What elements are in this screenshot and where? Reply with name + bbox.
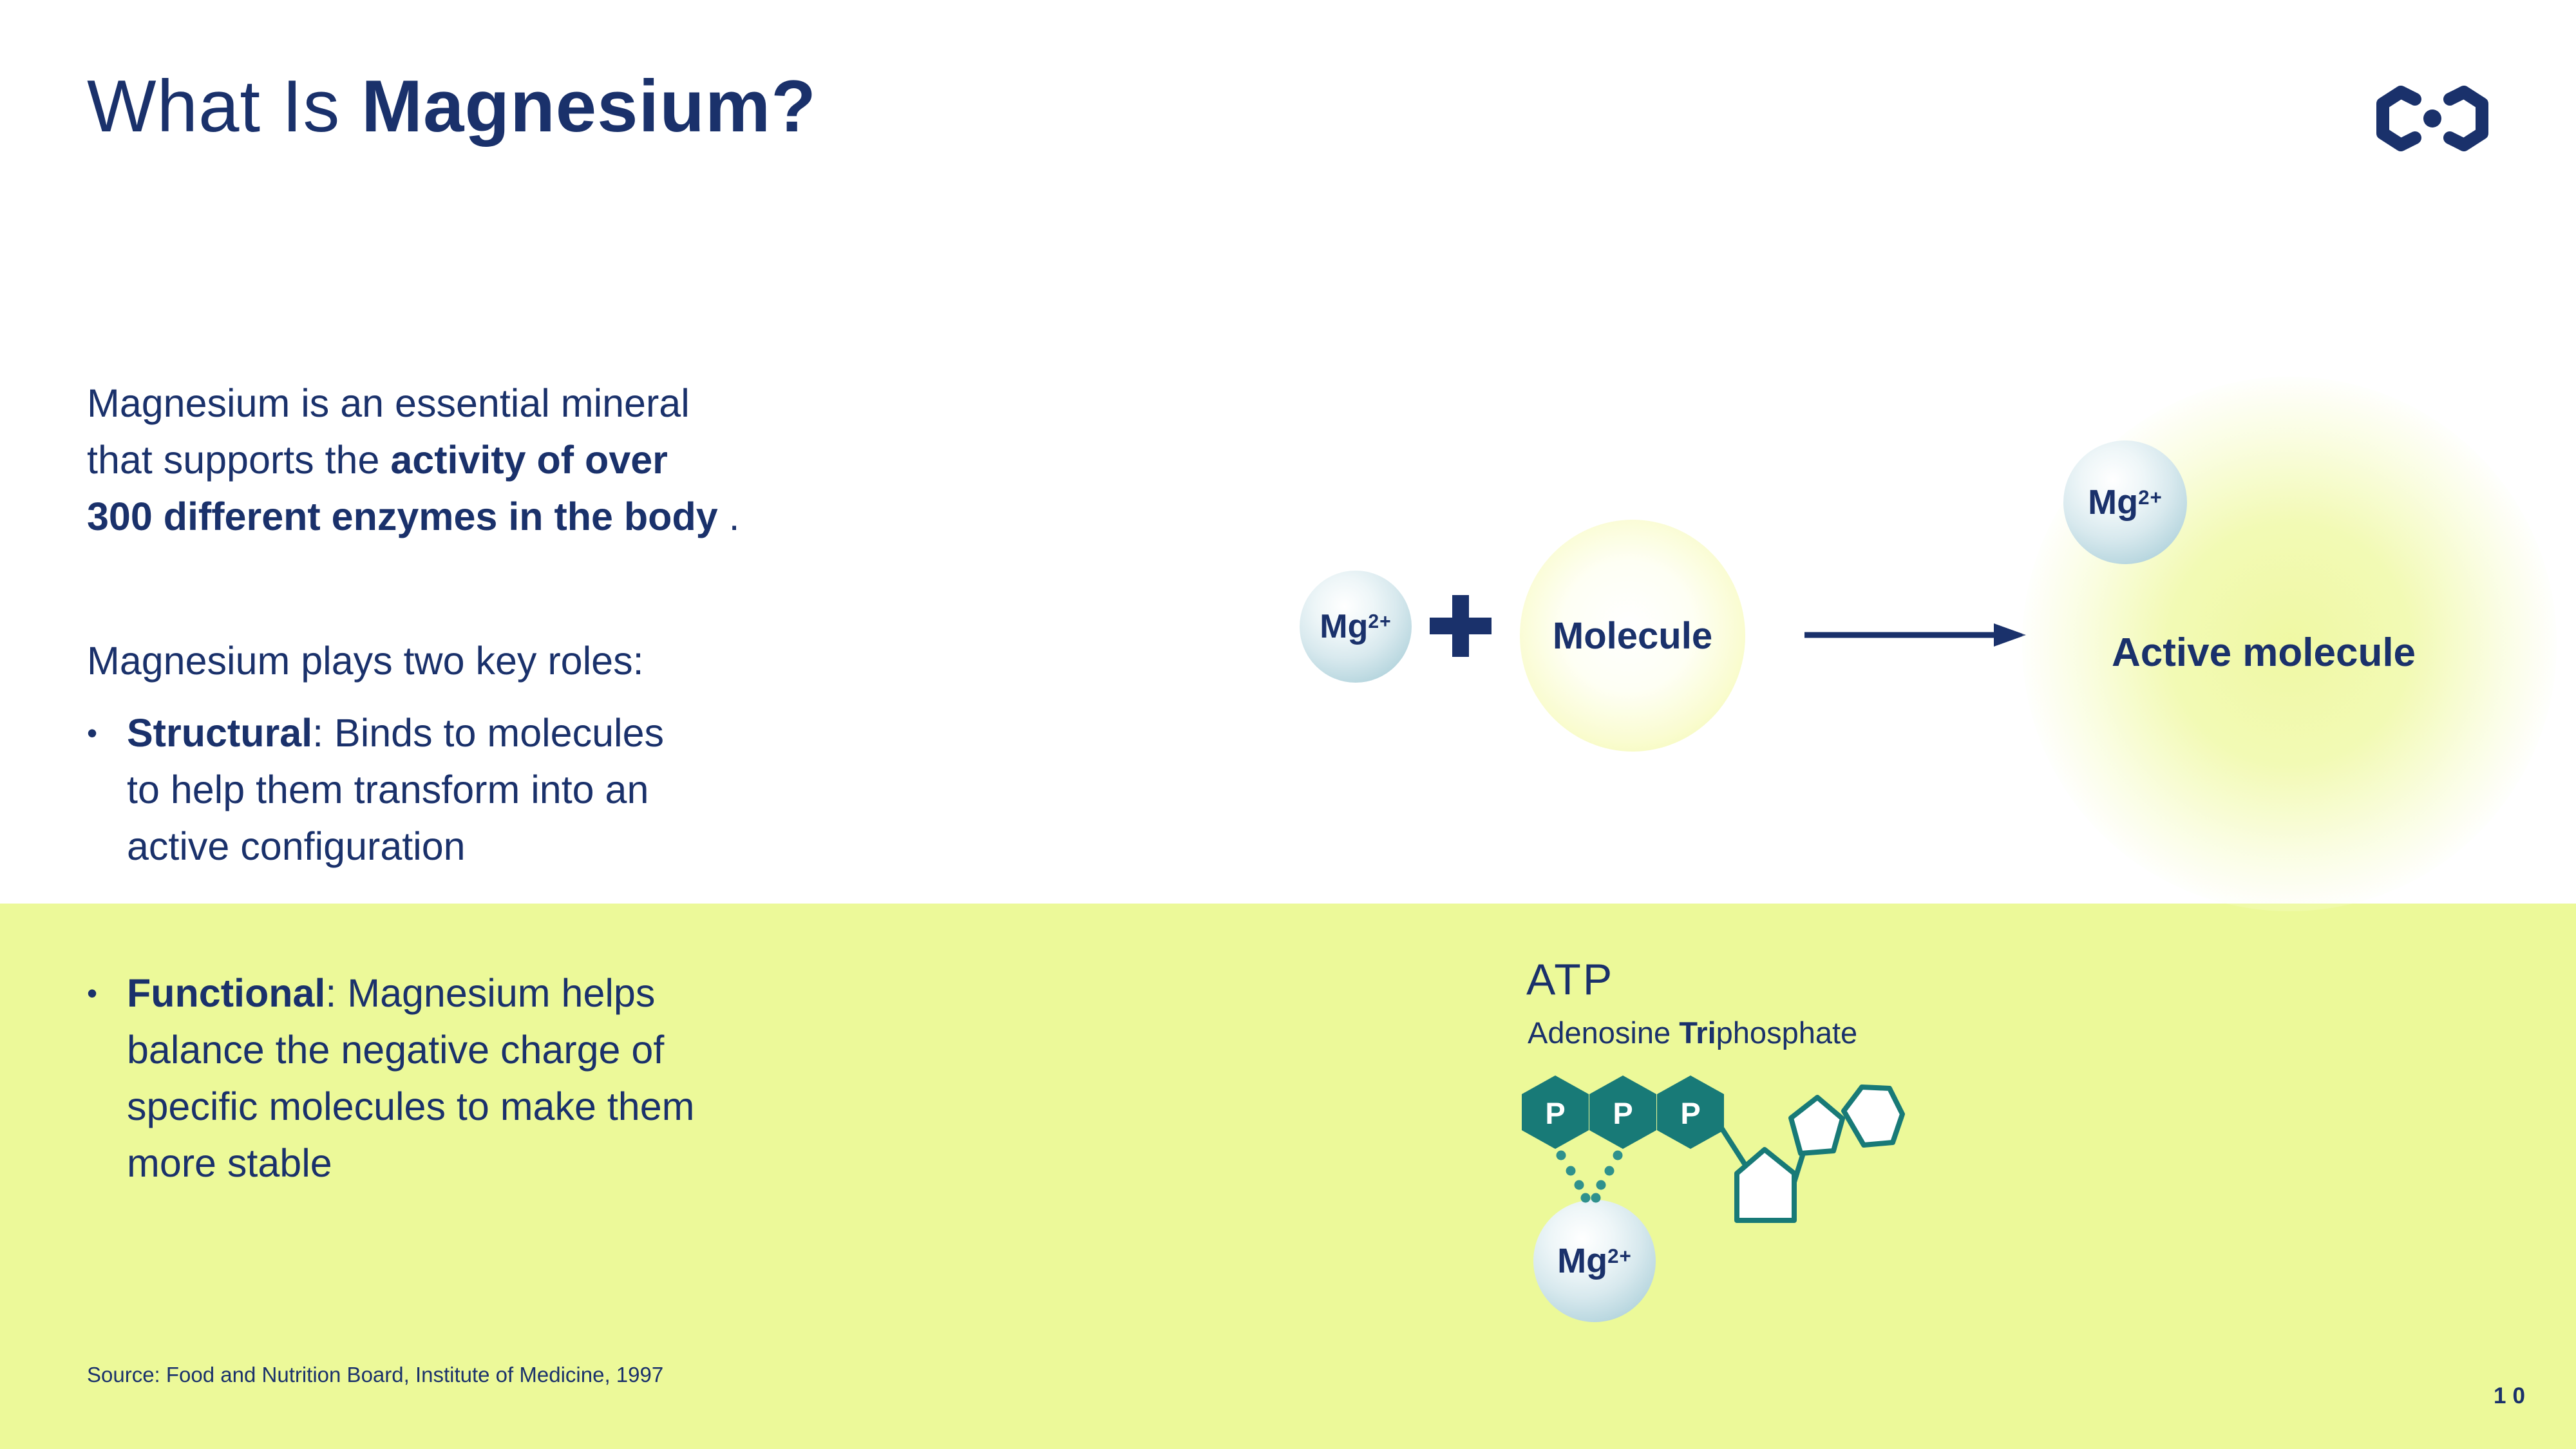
bullet-item-structural: • Structural: Binds to molecules to help…: [87, 705, 664, 875]
adenine-pentagon: [1788, 1095, 1845, 1156]
intro-line1: Magnesium is an essential mineral: [87, 381, 690, 425]
phosphate-hexagon: [1657, 1075, 1724, 1149]
molecule-label: Molecule: [1552, 614, 1713, 657]
bond-line: [1716, 1121, 1749, 1170]
brand-logo-icon: [2376, 86, 2488, 151]
bullet-functional-line3: specific molecules to make them: [127, 1084, 695, 1128]
phosphate-hexagon: [1522, 1075, 1589, 1149]
mg-ion-label: Mg2+: [1557, 1242, 1632, 1280]
logo-center-dot: [2423, 109, 2441, 128]
bullet-structural-line1: : Binds to molecules: [312, 711, 664, 755]
phosphate-label: P: [1545, 1096, 1565, 1130]
page-title: What Is Magnesium?: [87, 64, 817, 149]
molecule-sphere: Molecule: [1520, 520, 1745, 752]
intro-line3-bold: 300 different enzymes in the body: [87, 495, 718, 538]
bullet-functional-line2: balance the negative charge of: [127, 1028, 665, 1072]
intro-line3-end: .: [717, 495, 740, 538]
bullet-marker: •: [87, 716, 98, 750]
bullet-functional-line1: : Magnesium helps: [325, 971, 656, 1015]
phosphate-hexagon: [1589, 1075, 1656, 1149]
atp-title: ATP: [1526, 955, 1615, 1004]
active-mg-sphere: Mg2+: [2063, 440, 2187, 564]
atp-subtitle: Adenosine Triphosphate: [1528, 1016, 1858, 1050]
atp-structure-diagram: P P P: [1522, 1075, 1905, 1223]
adenine-hexagon: [1841, 1084, 1905, 1148]
page-title-light: What Is: [87, 66, 362, 147]
bullet-marker: •: [87, 976, 98, 1010]
bullet-functional-label: Functional: [127, 971, 326, 1015]
right-arrow-icon: [1804, 623, 2026, 647]
ribose-pentagon: [1734, 1147, 1797, 1223]
bullet-structural-line2: to help them transform into an: [127, 768, 649, 811]
active-molecule-label: Active molecule: [2111, 630, 2416, 675]
intro-line2: that supports the: [87, 438, 391, 482]
bullet-item-functional: • Functional: Magnesium helps balance th…: [87, 965, 694, 1191]
plus-icon: [1430, 595, 1492, 657]
mg-ion-label: Mg2+: [1320, 608, 1392, 645]
bullet-structural-text: Structural: Binds to molecules to help t…: [127, 705, 664, 875]
roles-heading: Magnesium plays two key roles:: [87, 639, 644, 683]
page-title-bold: Magnesium?: [361, 66, 817, 147]
bullet-functional-text: Functional: Magnesium helps balance the …: [127, 965, 694, 1191]
intro-paragraph: Magnesium is an essential mineral that s…: [87, 375, 740, 545]
bullet-structural-line3: active configuration: [127, 824, 466, 868]
phosphate-label: P: [1613, 1096, 1633, 1130]
atp-mg-sphere: Mg2+: [1533, 1200, 1656, 1322]
reaction-mg-sphere: Mg2+: [1300, 571, 1412, 683]
mg-ion-label: Mg2+: [2088, 483, 2163, 522]
phosphate-label: P: [1680, 1096, 1700, 1130]
page-number: 10: [2494, 1383, 2532, 1408]
source-note: Source: Food and Nutrition Board, Instit…: [87, 1363, 664, 1387]
yellow-band: [0, 904, 2576, 1449]
bullet-functional-line4: more stable: [127, 1141, 332, 1185]
intro-line2-bold: activity of over: [390, 438, 668, 482]
ionic-bond-dots: [1556, 1150, 1623, 1203]
bullet-structural-label: Structural: [127, 711, 313, 755]
